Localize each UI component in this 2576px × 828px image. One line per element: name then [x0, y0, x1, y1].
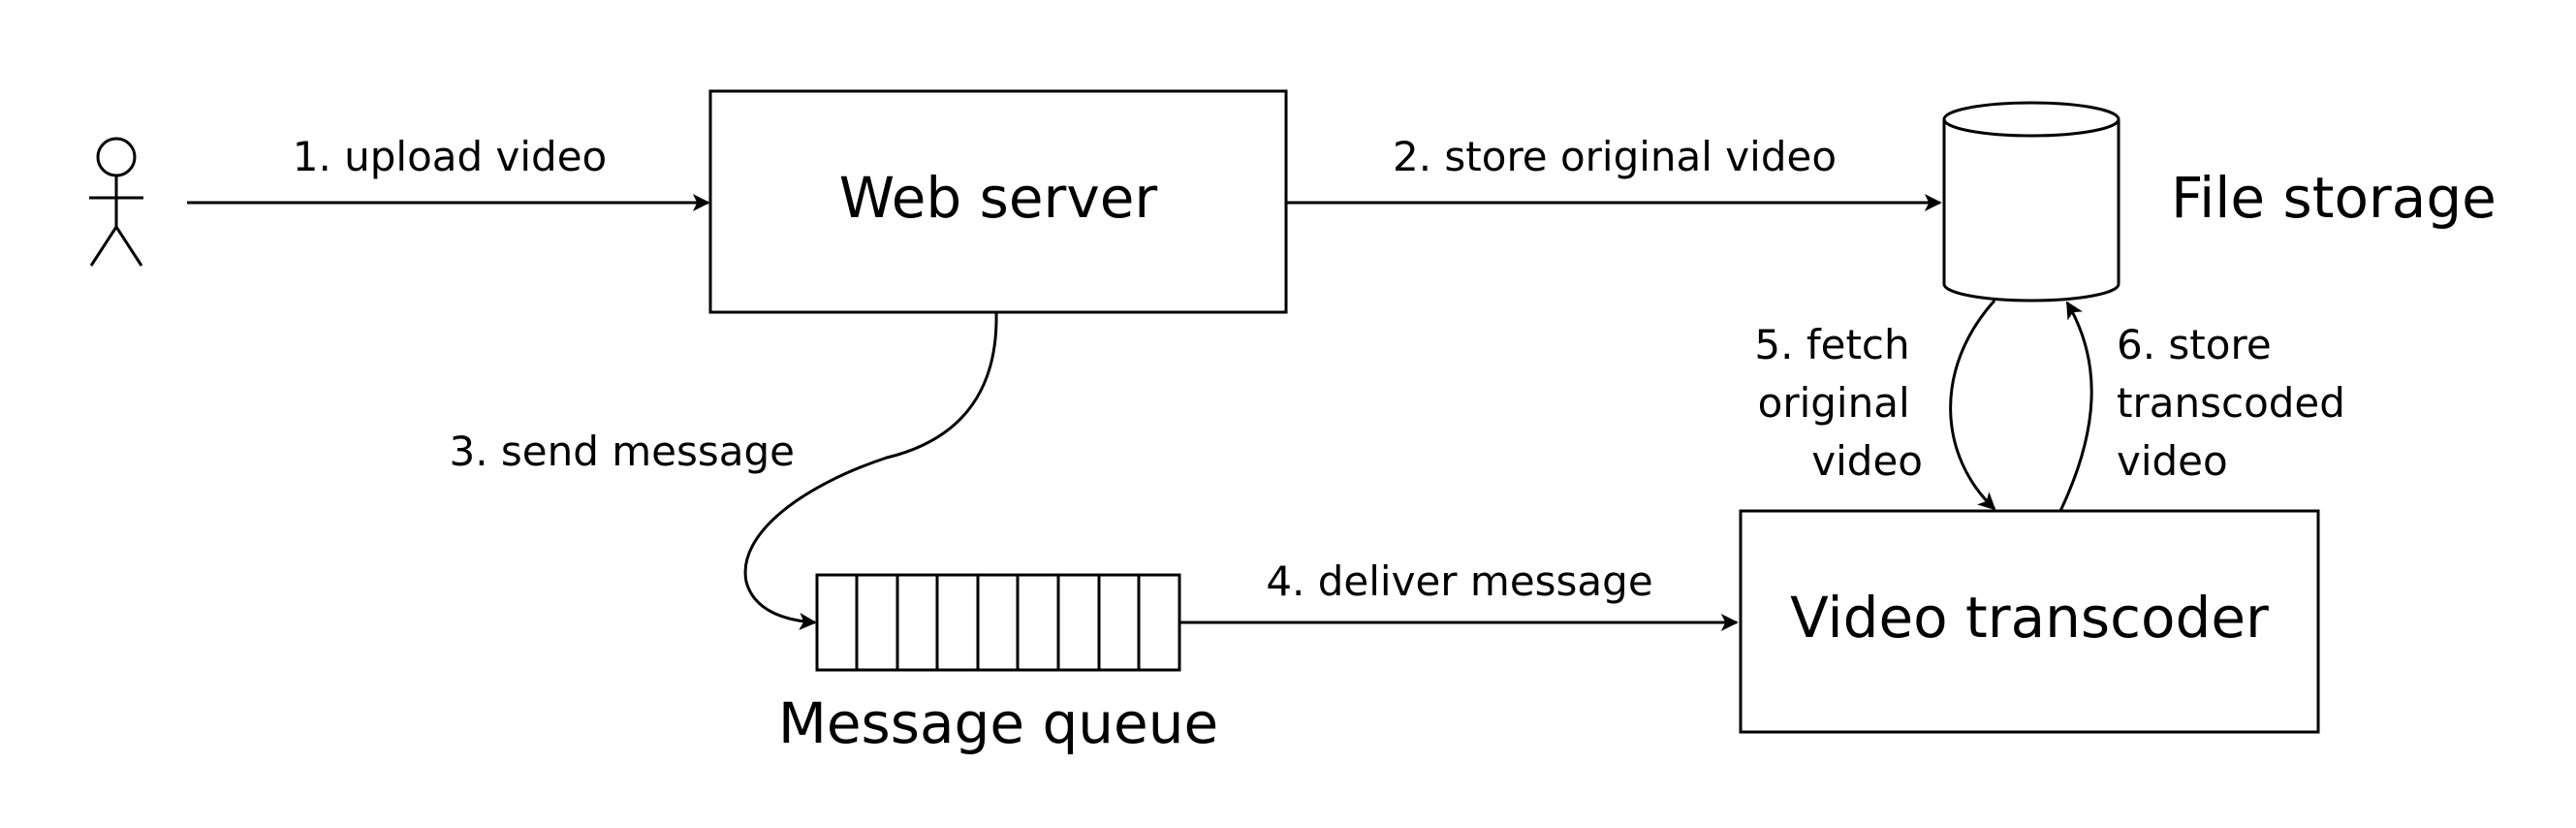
web-server-label: Web server	[839, 165, 1158, 231]
file-storage-cylinder-icon	[1942, 101, 2120, 303]
user-actor-icon	[89, 137, 143, 267]
edge-store-original-label: 2. store original video	[1393, 133, 1837, 180]
edge-deliver-message-label: 4. deliver message	[1266, 557, 1652, 605]
edge-fetch-original-arrow	[1949, 299, 1996, 511]
edge-store-transcoded-label: 6. store transcoded video	[2117, 321, 2358, 485]
edge-send-message-arrow	[743, 311, 998, 630]
file-storage-label: File storage	[2171, 165, 2497, 231]
video-transcoder-label: Video transcoder	[1790, 585, 2269, 651]
message-queue-label: Message queue	[778, 690, 1218, 756]
web-server-box	[708, 89, 1288, 314]
video-transcoder-box	[1739, 509, 2320, 734]
edge-upload-label: 1. upload video	[293, 133, 608, 180]
edge-fetch-original-label: 5. fetch original video	[1754, 321, 1923, 485]
message-queue-icon	[815, 573, 1181, 672]
edge-store-transcoded-arrow	[2058, 301, 2093, 512]
edge-send-message-label: 3. send message	[449, 428, 795, 475]
